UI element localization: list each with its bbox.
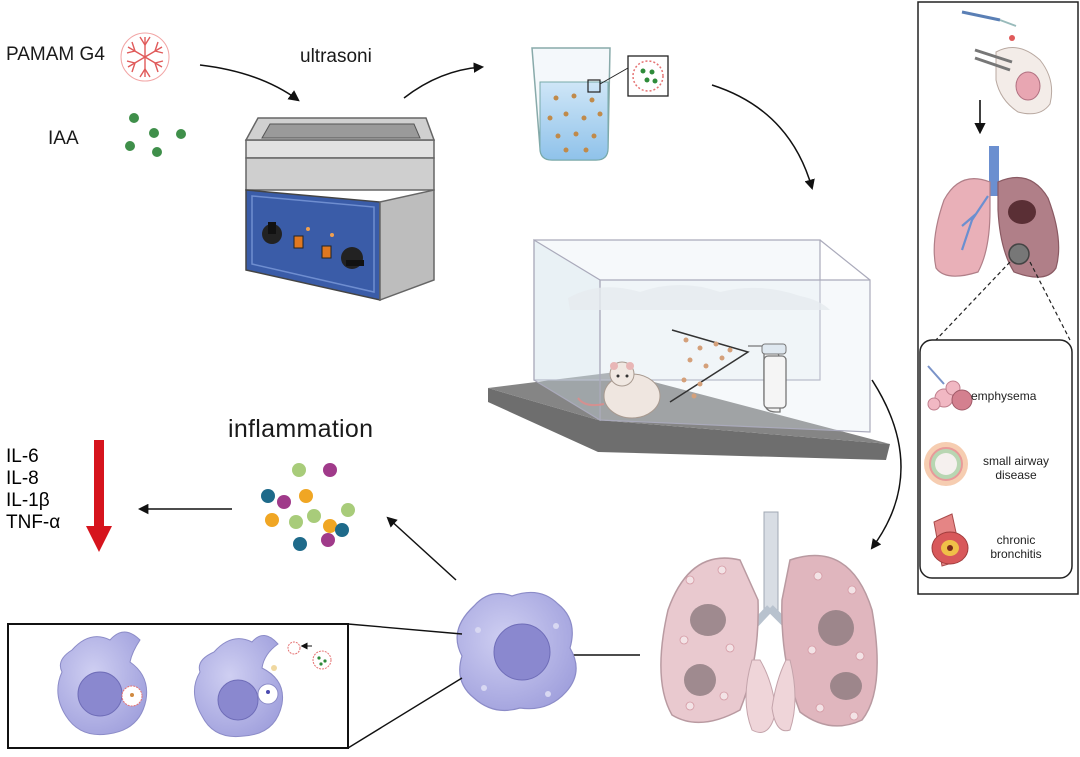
ultrasoni-label: ultrasoni [300,46,372,67]
pamam-label: PAMAM G4 [6,44,105,65]
chronic-bronchitis-icon [931,513,969,567]
macrophage-uptake-1-icon [57,631,148,736]
arrow-to-bath [199,64,300,102]
decrease-arrow-icon [86,440,112,552]
zoom-lines-macrophage [347,623,463,749]
treated-lungs-icon [660,511,878,733]
cytokine-il6: IL-6 [6,446,39,467]
iaa-molecules-icon [125,113,186,157]
cytokine-il1b: IL-1β [6,490,50,511]
beaker-icon [531,47,669,161]
chronic-bronchitis-label: chronic bronchitis [990,533,1042,561]
cytokine-particles-icon [261,463,355,551]
inflammation-label: inflammation [228,415,374,443]
macrophage-uptake-2-icon [194,635,332,738]
cytokine-tnfa: TNF-α [6,512,61,533]
arrow-to-chamber [711,84,815,191]
ultrasonic-bath-icon [244,117,436,302]
iaa-label: IAA [48,128,79,149]
intratracheal-instillation-icon [961,10,1053,115]
small-airway-label: small airway disease [982,454,1049,482]
arrow-to-lungs [870,379,902,550]
arrow-to-beaker [403,62,485,99]
inhalation-chamber [488,238,890,460]
zoom-lines [933,261,1071,343]
macrophage-icon [456,591,577,711]
emphysema-label: emphysema [971,389,1037,403]
small-airway-icon [924,442,968,486]
arrow-to-cytokines [386,516,457,581]
pamam-dendrimer-icon [120,32,170,82]
cytokine-il8: IL-8 [6,468,39,489]
copd-lungs-icon [933,146,1060,278]
emphysema-icon [927,365,973,411]
